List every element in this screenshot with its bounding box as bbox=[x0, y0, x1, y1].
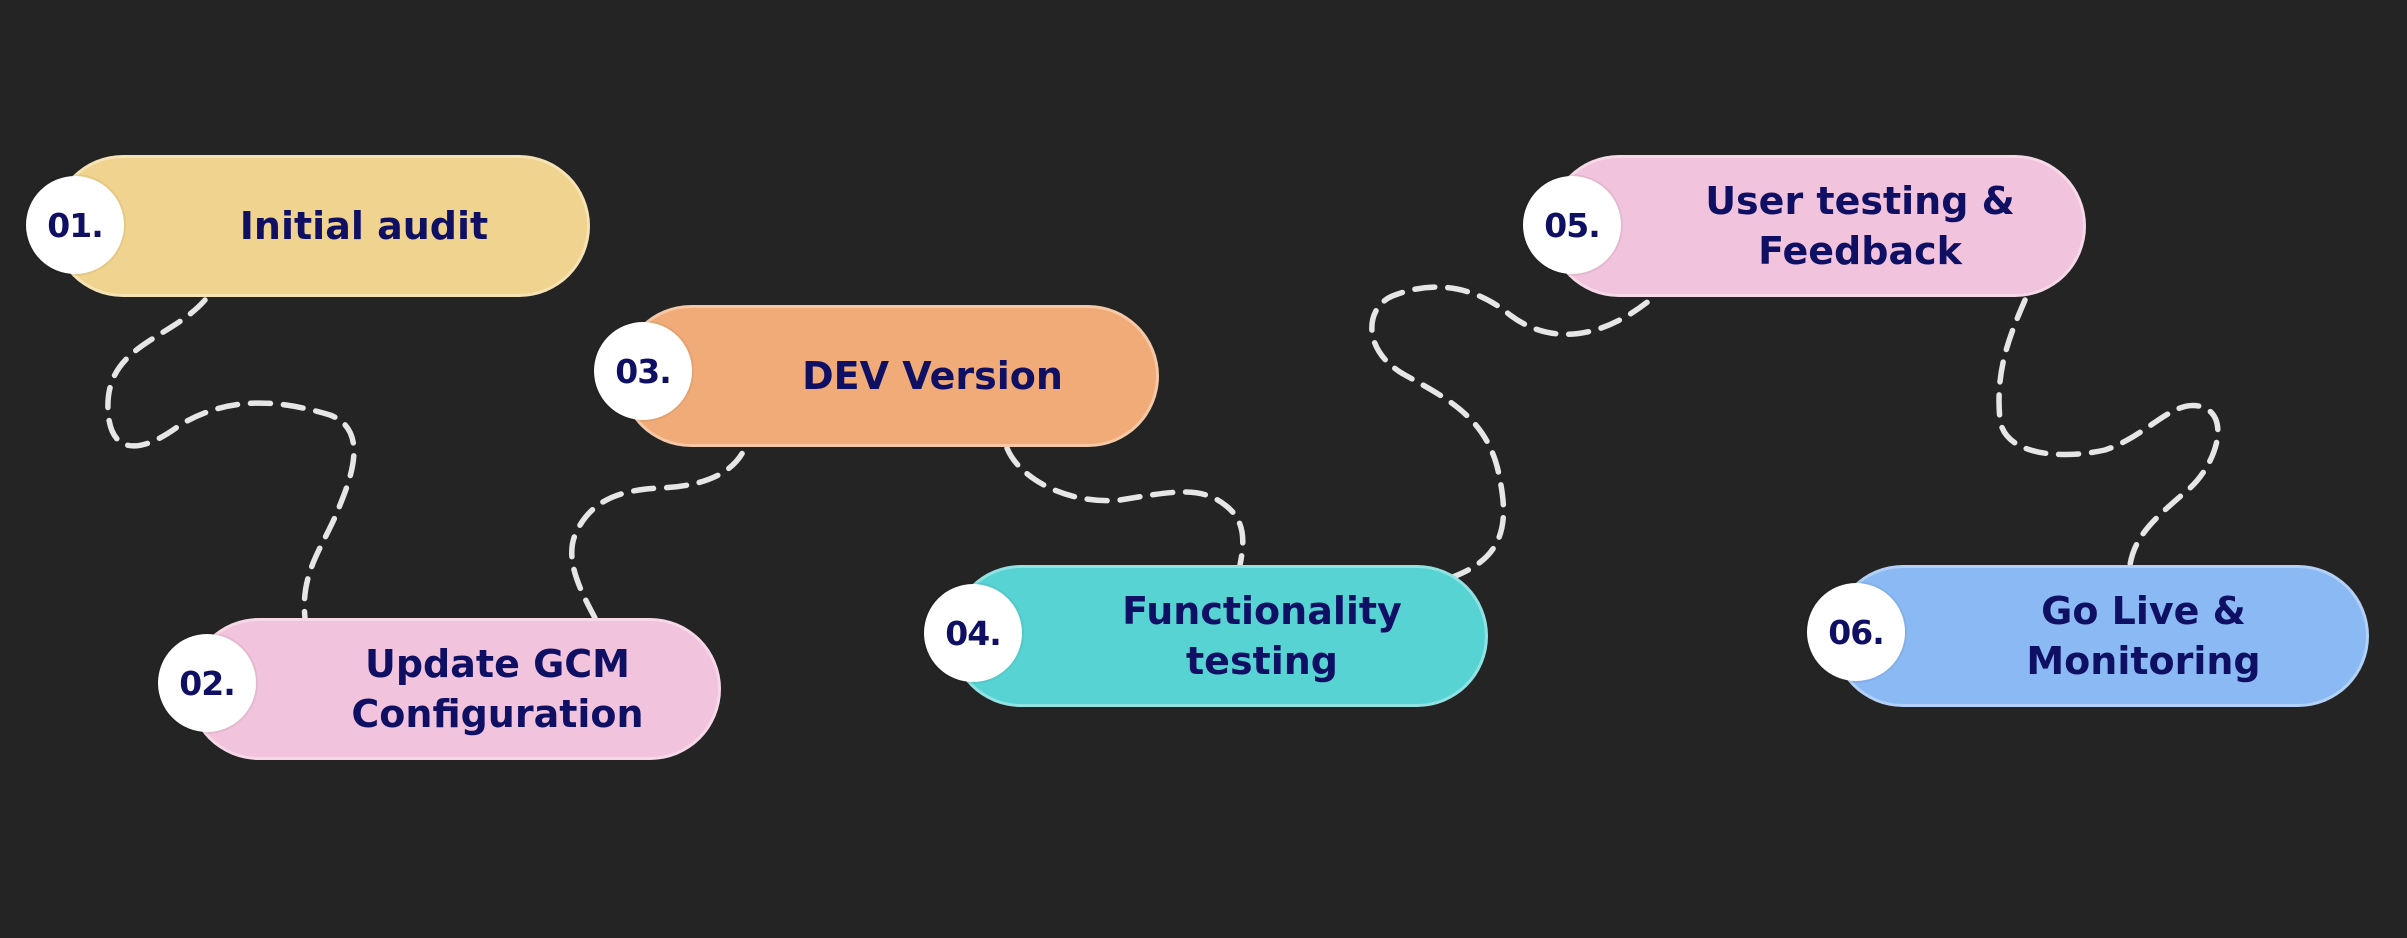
step-04-label: Functionality testing bbox=[1122, 589, 1402, 683]
connector-03-04 bbox=[1004, 445, 1246, 568]
step-06-badge: 06. bbox=[1807, 583, 1905, 681]
step-03-badge: 03. bbox=[594, 322, 692, 420]
step-05-badge: 05. bbox=[1523, 176, 1621, 274]
step-04-badge: 04. bbox=[924, 584, 1022, 682]
connector-02-03 bbox=[569, 445, 748, 621]
step-01-pill: Initial audit bbox=[52, 155, 590, 297]
connector-04-05 bbox=[1369, 284, 1653, 581]
step-03-pill: DEV Version bbox=[620, 305, 1159, 447]
connector-01-02 bbox=[105, 297, 357, 621]
step-04-pill: Functionality testing bbox=[950, 565, 1488, 707]
step-03-label: DEV Version bbox=[802, 354, 1063, 398]
step-02-badge: 02. bbox=[158, 634, 256, 732]
step-01-badge: 01. bbox=[26, 176, 124, 274]
step-06-pill: Go Live & Monitoring bbox=[1832, 565, 2369, 707]
connector-05-06 bbox=[1996, 297, 2221, 568]
step-05-pill: User testing & Feedback bbox=[1548, 155, 2086, 297]
step-05-label: User testing & Feedback bbox=[1705, 179, 2015, 273]
step-01-label: Initial audit bbox=[239, 204, 489, 248]
step-06-label: Go Live & Monitoring bbox=[2026, 589, 2261, 683]
step-02-pill: Update GCM Configuration bbox=[188, 618, 721, 760]
step-02-label: Update GCM Configuration bbox=[351, 642, 644, 736]
